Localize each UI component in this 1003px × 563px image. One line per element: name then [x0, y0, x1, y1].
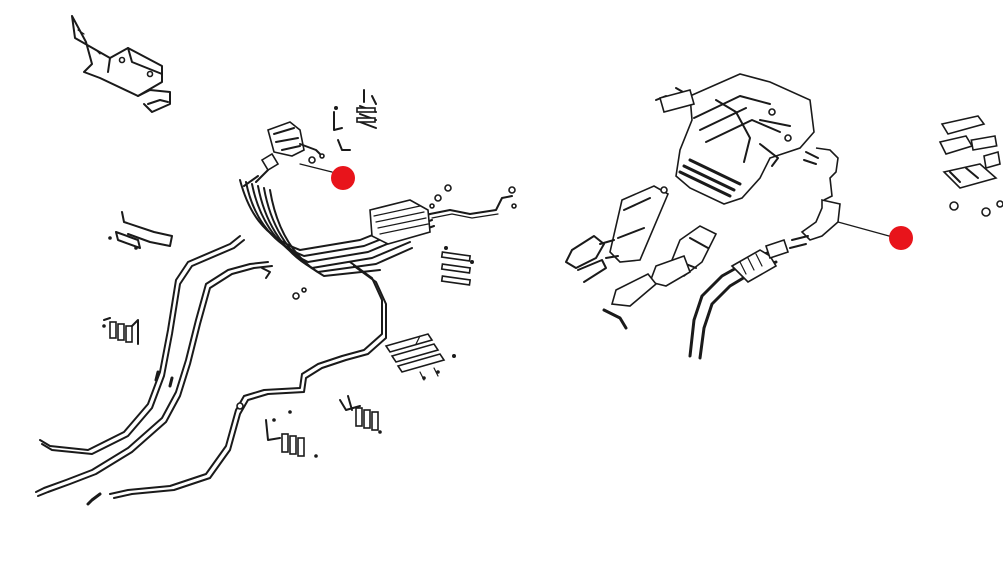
lower-pressure-line: [86, 261, 387, 506]
control-valve-block: [655, 73, 815, 205]
clamp-group-left: [102, 317, 139, 345]
fastener-group-top: [333, 89, 377, 151]
mounting-bracket: [71, 15, 171, 113]
hose-bundle: [239, 179, 452, 277]
marker-left[interactable]: [331, 166, 355, 190]
valve-slats: [384, 333, 456, 381]
valve-block-assembly: [565, 73, 1003, 360]
marker-right[interactable]: [889, 226, 913, 250]
clamp-group-bottom: [265, 395, 382, 458]
actuator-cluster: [565, 185, 718, 330]
valve-head: [243, 121, 325, 187]
hydraulic-lines-assembly: [35, 15, 517, 506]
elbow-hose: [789, 147, 841, 249]
return-line: [429, 195, 513, 215]
small-bracket-left: [108, 211, 173, 250]
small-parts-right: [938, 115, 1003, 217]
fitting-group-right: [440, 246, 474, 286]
long-pressure-lines: [35, 235, 307, 497]
supply-pipe: [688, 238, 790, 360]
